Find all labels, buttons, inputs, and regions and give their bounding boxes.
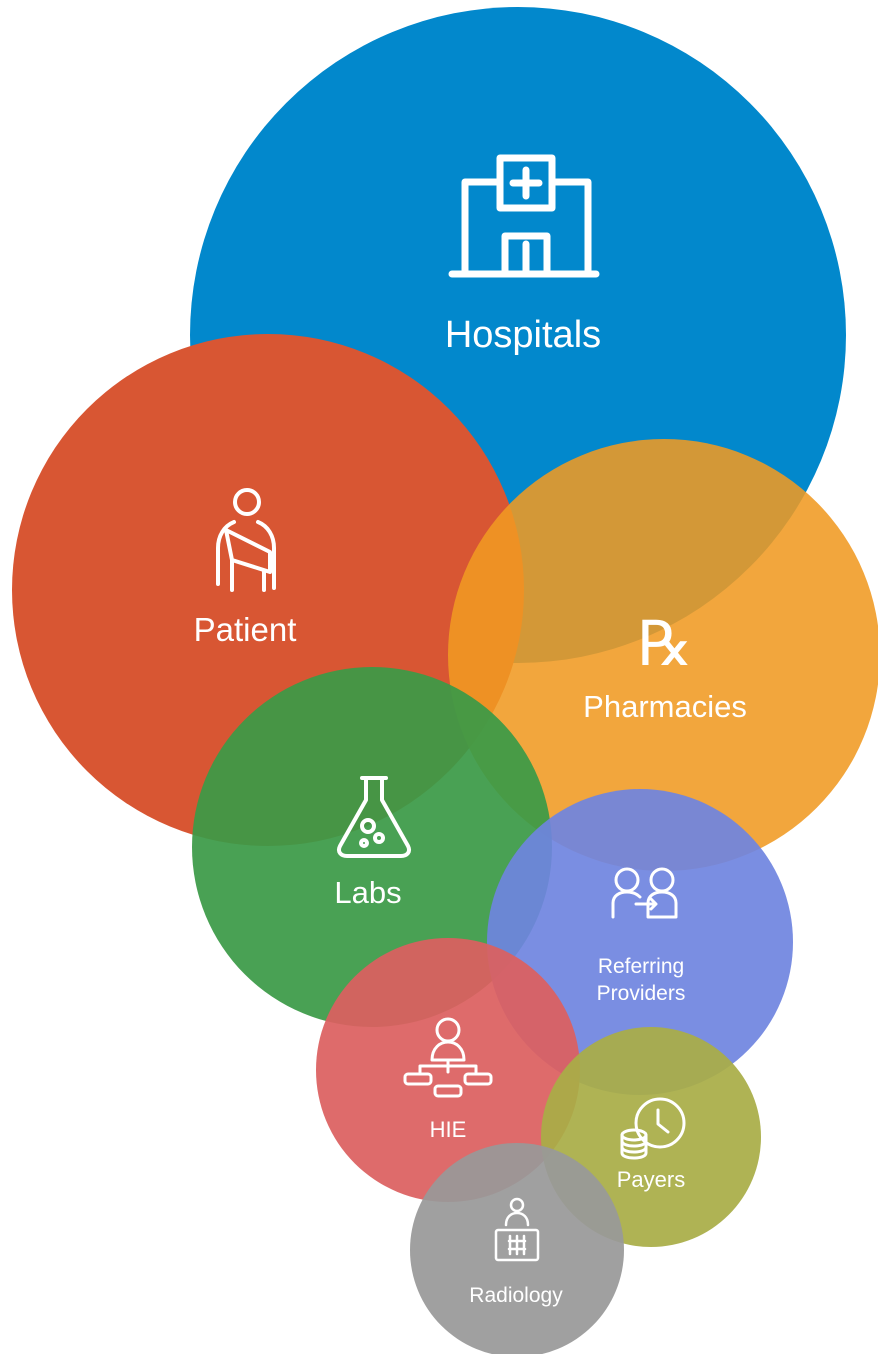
clock-coins-icon [620,1097,686,1160]
labs-node: Labs [192,667,552,1027]
pharmacies-label: Pharmacies [583,689,747,724]
hospitals-label: Hospitals [445,314,601,356]
lab-flask-icon [336,776,412,858]
radiology-label: Radiology [469,1284,563,1307]
payers-label: Payers [617,1167,685,1192]
radiology-node: Radiology [410,1143,624,1354]
pharmacies-circle [448,439,878,871]
referring-label-line2: Providers [597,982,686,1005]
patient-label: Patient [194,611,297,648]
hospital-icon [448,154,600,278]
xray-viewer-icon [494,1197,540,1262]
network-user-icon [403,1017,493,1098]
pharmacies-node: ℞ Pharmacies [448,439,878,871]
patient-arm-sling-icon [216,488,276,592]
hie-node: HIE [316,938,580,1202]
referring-label-line1: Referring [598,955,684,978]
labs-circle [192,667,552,1027]
referral-users-icon [611,867,678,919]
labs-label: Labs [334,875,401,910]
rx-icon: ℞ [637,607,693,680]
hie-label: HIE [430,1117,467,1142]
